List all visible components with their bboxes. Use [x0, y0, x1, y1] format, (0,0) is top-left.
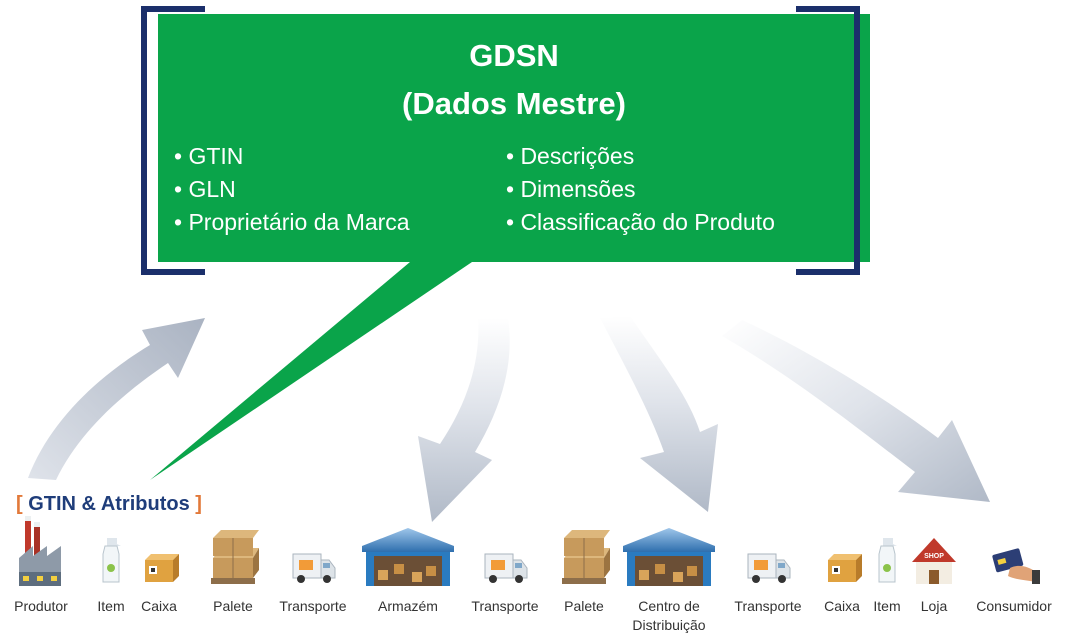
gtin-attributes-label: [ GTIN & Atributos ] — [16, 493, 202, 515]
warehouse-icon — [623, 528, 715, 586]
bullet-brand-owner: • Proprietário da Marca — [174, 209, 410, 235]
box-subtitle: (Dados Mestre) — [402, 86, 626, 121]
shop-sign-text: SHOP — [924, 553, 944, 560]
box-title: GDSN — [469, 38, 559, 73]
factory-icon — [19, 516, 61, 586]
node-label-pallet: Palete — [564, 598, 604, 614]
node-label-box: Caixa — [824, 598, 860, 614]
pallet-icon — [562, 530, 610, 584]
node-label-pallet: Palete — [213, 598, 253, 614]
node-label-item: Item — [97, 598, 125, 614]
supply-chain-icons: SHOP — [19, 516, 1040, 586]
node-label-warehouse: Armazém — [378, 598, 438, 614]
bullet-classification: • Classificação do Produto — [506, 209, 775, 235]
bullet-dimensions: • Dimensões — [506, 176, 636, 202]
bullet-gln: • GLN — [174, 176, 236, 202]
gdsn-box — [150, 14, 870, 480]
van-icon — [292, 553, 336, 583]
node-label-store: Loja — [920, 598, 948, 614]
upload-arrow — [28, 318, 205, 480]
card-hand-icon — [992, 548, 1040, 584]
download-arrow-warehouse — [418, 318, 510, 522]
node-label-transport: Transporte — [471, 598, 539, 614]
bullet-descriptions: • Descrições — [506, 143, 635, 169]
node-label-transport: Transporte — [279, 598, 347, 614]
van-icon — [747, 553, 791, 583]
pallet-icon — [211, 530, 259, 584]
spray-bottle-icon — [102, 538, 121, 583]
download-arrow-distribution — [600, 316, 718, 512]
bracket-left — [141, 6, 205, 275]
shop-icon: SHOP — [912, 538, 956, 584]
bullet-gtin: • GTIN — [174, 143, 244, 169]
spray-bottle-icon — [878, 538, 897, 583]
node-label-producer: Produtor — [14, 598, 68, 614]
node-label-transport: Transporte — [734, 598, 802, 614]
node-label-box: Caixa — [141, 598, 177, 614]
box-icon — [828, 554, 862, 582]
download-arrow-consumer — [722, 320, 990, 502]
node-label-item: Item — [873, 598, 901, 614]
bracket-right — [796, 6, 860, 275]
node-label-consumer: Consumidor — [976, 598, 1052, 614]
warehouse-icon — [362, 528, 454, 586]
box-icon — [145, 554, 179, 582]
van-icon — [484, 553, 528, 583]
